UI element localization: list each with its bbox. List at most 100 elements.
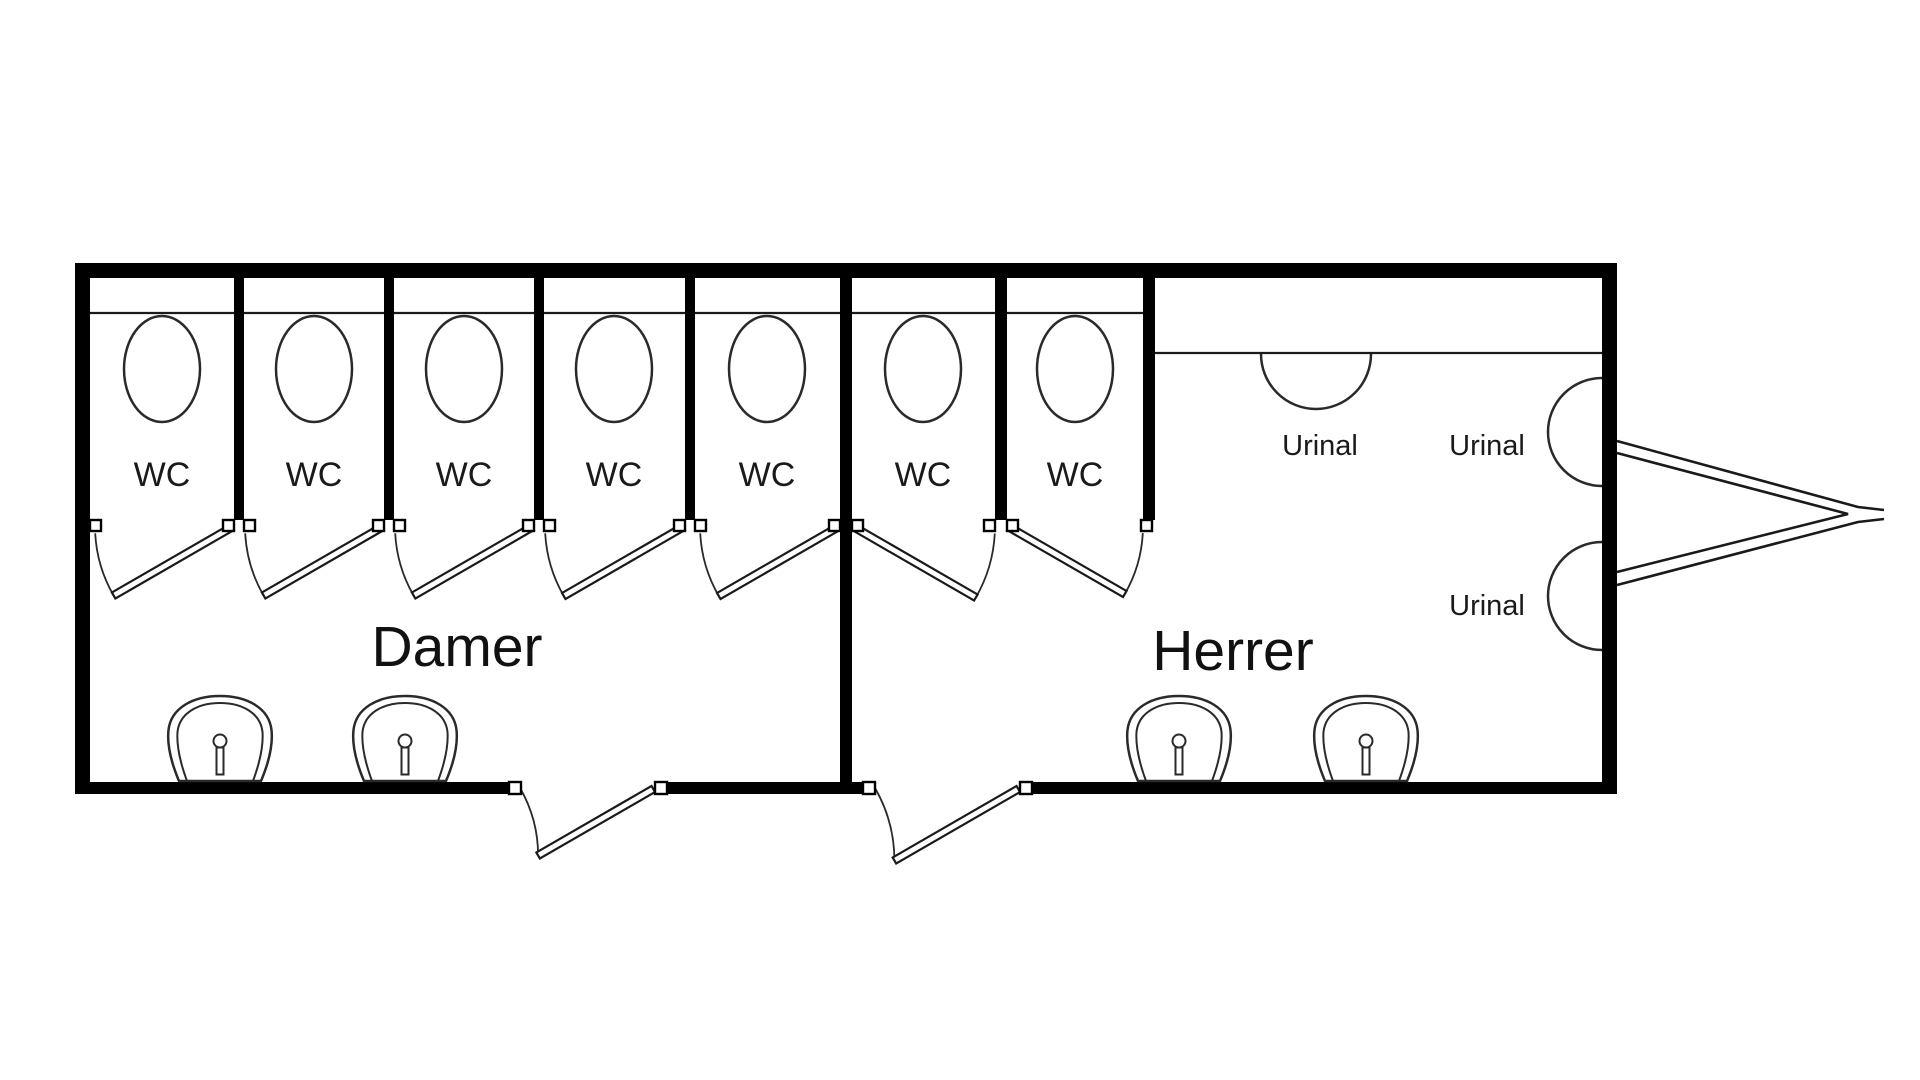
room-label-mens: Herrer xyxy=(1152,619,1314,683)
wc-label: WC xyxy=(1047,456,1104,494)
urinal-icon-right-wall xyxy=(1546,540,1603,652)
sink-basin-inner xyxy=(361,701,449,782)
entrance-door-panel xyxy=(534,784,657,861)
urinal-icon-top-wall xyxy=(1259,353,1373,411)
stall-door-arc xyxy=(94,533,115,596)
wall-top xyxy=(75,263,1617,278)
sink-icon xyxy=(351,694,459,783)
entrance-door-ladies xyxy=(507,780,669,861)
entrance-door-arc xyxy=(519,787,539,856)
wall-right xyxy=(1602,263,1617,794)
door-jamb-marker xyxy=(982,518,997,533)
door-jamb-marker xyxy=(653,780,669,796)
hitch-arm-inner xyxy=(1616,451,1849,574)
sink-faucet-icon xyxy=(1358,733,1374,749)
stall-door-arc xyxy=(699,533,720,597)
wall-left xyxy=(75,263,90,794)
door-jamb-marker xyxy=(507,780,523,796)
trailer-hitch xyxy=(1616,439,1885,587)
door-jamb-marker xyxy=(672,518,687,533)
door-jamb-marker xyxy=(1139,518,1154,533)
wc-label: WC xyxy=(739,456,796,494)
wall-bottom-segment xyxy=(667,782,863,794)
entrance-door-arc xyxy=(874,787,896,861)
room-label-ladies: Damer xyxy=(371,615,542,679)
wc-label: WC xyxy=(895,456,952,494)
stall-door-panel xyxy=(560,522,687,601)
hitch-arm-upper xyxy=(1616,439,1885,512)
sink-basin-outline xyxy=(1125,694,1233,783)
entrance-door-mens xyxy=(861,780,1034,866)
stall-door-arc xyxy=(544,533,565,597)
sink-basin-outline xyxy=(351,694,459,783)
urinals: Urinal Urinal Urinal xyxy=(1259,353,1603,652)
sink-basin-inner xyxy=(1322,701,1410,782)
stall-partition xyxy=(234,278,244,520)
wc-label: WC xyxy=(436,456,493,494)
sink-icon xyxy=(166,694,274,783)
urinal-label: Urinal xyxy=(1449,590,1525,622)
stall-partition xyxy=(995,278,1007,520)
door-jamb-marker xyxy=(371,518,386,533)
wc-label: WC xyxy=(586,456,643,494)
door-jamb-marker xyxy=(242,518,257,533)
stall-door-arc xyxy=(975,533,996,598)
door-jamb-marker xyxy=(542,518,557,533)
stall-door-panel xyxy=(260,522,386,601)
sink-basin-outline xyxy=(1312,694,1420,783)
wall-bottom-segment xyxy=(75,782,509,794)
sink-basin-inner xyxy=(1135,701,1223,782)
door-jamb-marker xyxy=(1005,518,1020,533)
wall-bottom-segment xyxy=(1032,782,1617,794)
stall-door-panel xyxy=(110,522,236,601)
hitch-arm-lower xyxy=(1616,517,1885,587)
urinal-icon-right-wall xyxy=(1546,376,1603,488)
stall-door-arc xyxy=(1124,533,1144,595)
door-jamb-marker xyxy=(221,518,236,533)
toilet-icon xyxy=(883,314,963,424)
stall-door-panel xyxy=(715,522,842,601)
stall-door-panel xyxy=(410,522,536,601)
sink-tap-icon xyxy=(215,746,225,776)
toilet-icon xyxy=(122,314,202,424)
door-jamb-marker xyxy=(850,518,865,533)
sink-faucet-icon xyxy=(1171,733,1187,749)
building-walls xyxy=(75,263,1617,794)
stall-door-panel xyxy=(850,522,980,603)
stall-partition xyxy=(685,278,695,520)
toilet-icon xyxy=(727,314,807,424)
sink-icon xyxy=(1125,694,1233,783)
door-jamb-marker xyxy=(861,780,877,796)
wall-central-divider xyxy=(840,278,852,782)
sink-icon xyxy=(1312,694,1420,783)
stall-partition xyxy=(384,278,394,520)
stall-doors xyxy=(94,522,1144,603)
urinal-label: Urinal xyxy=(1282,430,1358,462)
door-jamb-marker xyxy=(521,518,536,533)
sink-faucet-icon xyxy=(212,733,228,749)
wc-labels: WC WC WC WC WC WC WC xyxy=(134,456,1104,494)
door-jamb-marker xyxy=(88,518,103,533)
cistern-lines xyxy=(90,311,1602,355)
toilet-icon xyxy=(424,314,504,424)
toilet-icon xyxy=(274,314,354,424)
entrance-door-panel xyxy=(891,784,1022,866)
stall-door-arc xyxy=(244,533,265,596)
sink-basin-inner xyxy=(176,701,264,782)
stall-door-arc xyxy=(394,533,415,596)
stall-door-panel xyxy=(1005,522,1129,599)
sink-basin-outline xyxy=(166,694,274,783)
mens-partition xyxy=(1143,278,1155,520)
toilets xyxy=(122,314,1115,424)
wc-label: WC xyxy=(134,456,191,494)
sink-tap-icon xyxy=(400,746,410,776)
sink-tap-icon xyxy=(1361,746,1371,776)
toilet-icon xyxy=(574,314,654,424)
sink-faucet-icon xyxy=(397,733,413,749)
urinal-label: Urinal xyxy=(1449,430,1525,462)
door-jamb-markers xyxy=(88,518,1154,533)
door-jamb-marker xyxy=(827,518,842,533)
sinks xyxy=(166,694,1420,783)
door-jamb-marker xyxy=(392,518,407,533)
